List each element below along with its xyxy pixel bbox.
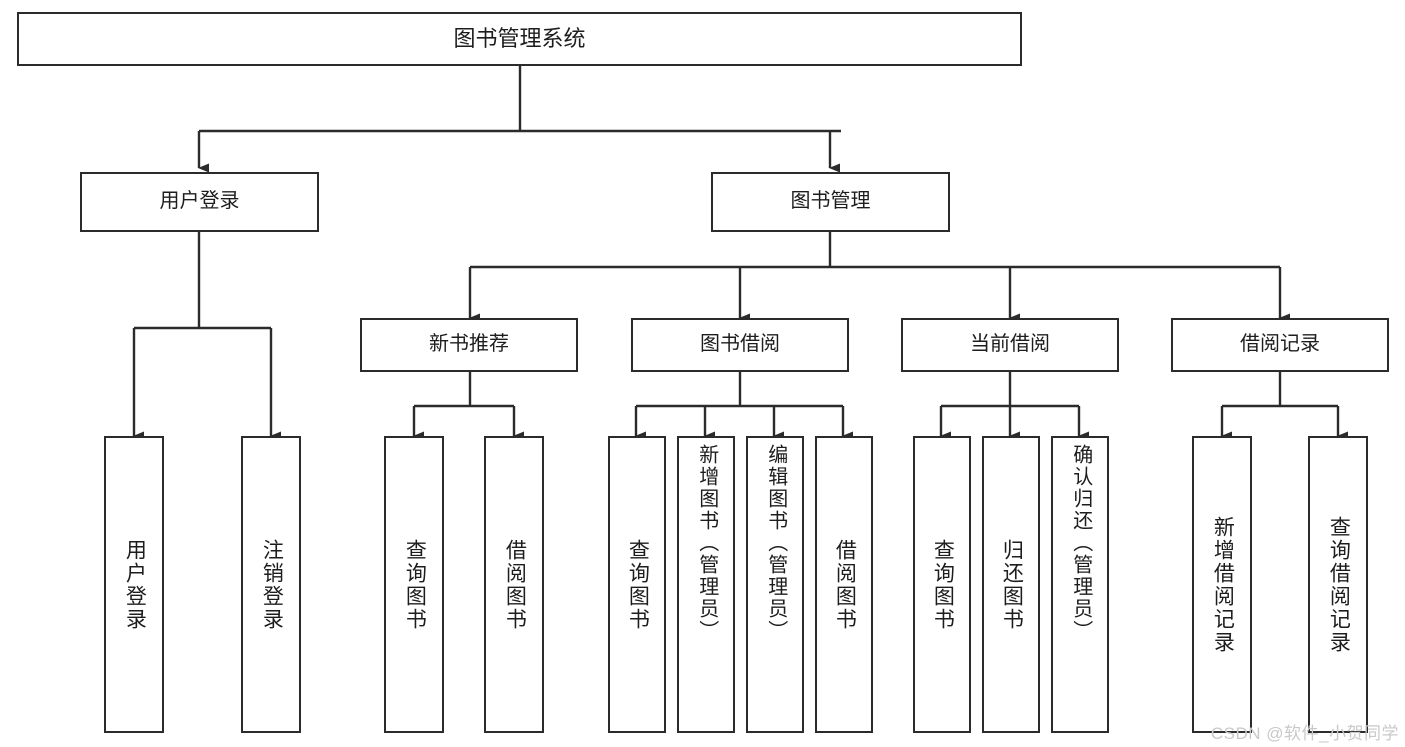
node-leaf-query-book-2[interactable]: 查询图书: [608, 436, 666, 733]
node-leaf-query-book-3[interactable]: 查询图书: [913, 436, 971, 733]
node-leaf-user-login[interactable]: 用户登录: [104, 436, 164, 733]
node-user-login-label: 用户登录: [159, 190, 240, 213]
node-leaf-query-book-2-label: 查询图书: [626, 538, 650, 631]
node-leaf-logout[interactable]: 注销登录: [241, 436, 301, 733]
node-leaf-add-book-label: 新增图书（管理员）: [695, 444, 718, 642]
node-leaf-confirm-return-label: 确认归还（管理员）: [1069, 444, 1092, 642]
node-leaf-borrow-book-1-label: 借阅图书: [503, 538, 527, 631]
node-leaf-query-book-1-label: 查询图书: [403, 538, 427, 631]
node-book-borrow-label: 图书借阅: [700, 333, 780, 356]
node-leaf-edit-book[interactable]: 编辑图书（管理员）: [746, 436, 804, 733]
node-leaf-logout-label: 注销登录: [260, 538, 284, 631]
node-leaf-query-book-3-label: 查询图书: [931, 538, 955, 631]
node-leaf-edit-book-label: 编辑图书（管理员）: [764, 444, 787, 642]
node-leaf-add-record-label: 新增借阅记录: [1211, 515, 1235, 654]
node-leaf-return-book-label: 归还图书: [1000, 538, 1024, 631]
node-new-book-recommend[interactable]: 新书推荐: [360, 318, 578, 372]
watermark: CSDN @软件_小贺同学: [1210, 724, 1399, 743]
node-root[interactable]: 图书管理系统: [17, 12, 1022, 66]
node-leaf-query-record-label: 查询借阅记录: [1327, 515, 1351, 654]
node-book-manage[interactable]: 图书管理: [711, 172, 950, 232]
node-leaf-return-book[interactable]: 归还图书: [982, 436, 1040, 733]
node-leaf-borrow-book-2-label: 借阅图书: [833, 538, 857, 631]
node-leaf-confirm-return[interactable]: 确认归还（管理员）: [1051, 436, 1109, 733]
node-leaf-query-record[interactable]: 查询借阅记录: [1308, 436, 1368, 733]
node-leaf-add-book[interactable]: 新增图书（管理员）: [677, 436, 735, 733]
node-leaf-borrow-book-1[interactable]: 借阅图书: [484, 436, 544, 733]
node-root-label: 图书管理系统: [453, 26, 586, 52]
node-book-borrow[interactable]: 图书借阅: [631, 318, 849, 372]
node-borrow-record-label: 借阅记录: [1240, 333, 1320, 356]
node-leaf-borrow-book-2[interactable]: 借阅图书: [815, 436, 873, 733]
node-current-borrow[interactable]: 当前借阅: [901, 318, 1119, 372]
node-borrow-record[interactable]: 借阅记录: [1171, 318, 1389, 372]
node-leaf-user-login-label: 用户登录: [123, 538, 147, 631]
node-current-borrow-label: 当前借阅: [970, 333, 1050, 356]
node-new-book-recommend-label: 新书推荐: [429, 333, 509, 356]
node-leaf-add-record[interactable]: 新增借阅记录: [1192, 436, 1252, 733]
node-user-login[interactable]: 用户登录: [80, 172, 319, 232]
node-book-manage-label: 图书管理: [790, 190, 871, 213]
node-leaf-query-book-1[interactable]: 查询图书: [384, 436, 444, 733]
